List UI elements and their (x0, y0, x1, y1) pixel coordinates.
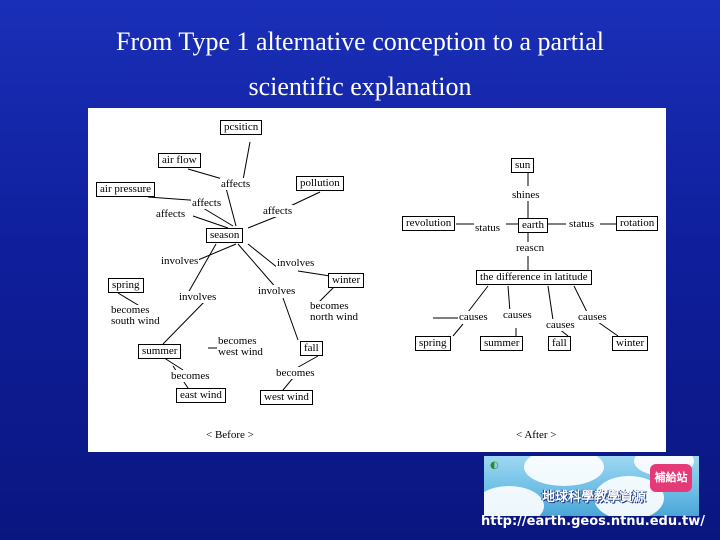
before-link-becomes-north-wind: becomes north wind (309, 301, 367, 323)
after-link-reason: reascn (515, 242, 546, 254)
before-node-air-pressure: air pressure (96, 182, 156, 197)
before-link-involves-4: involves (257, 285, 297, 297)
after-node-difference: the difference in latitude (476, 270, 592, 285)
before-node-spring: spring (108, 278, 144, 293)
before-node-pollution: pollution (296, 176, 344, 191)
before-link-involves-3: involves (178, 291, 218, 303)
before-node-season: season (206, 228, 244, 243)
before-link-becomes-1: becomes (170, 370, 211, 382)
before-link-affects-3: affects (155, 208, 187, 220)
before-node-air-flow: air flow (158, 153, 201, 168)
after-link-causes-1: causes (458, 311, 489, 323)
before-link-involves-2: involves (276, 257, 316, 269)
slide-title-line2: scientific explanation (248, 72, 472, 101)
after-caption: < After > (516, 429, 557, 441)
before-link-becomes-2: becomes (275, 367, 316, 379)
before-link-affects-2: affects (191, 197, 223, 209)
before-node-east-wind: east wind (176, 388, 226, 403)
after-node-earth: earth (518, 218, 548, 233)
before-link-involves-1: involves (160, 255, 200, 267)
after-link-status-2: status (568, 218, 596, 230)
logo-globe-icon: ◐ (490, 460, 499, 471)
after-node-spring: spring (415, 336, 451, 351)
before-link-becomes-west-wind: becomes west wind (217, 336, 271, 358)
after-node-winter: winter (612, 336, 649, 351)
slide-title-line1: From Type 1 alternative conception to a … (116, 27, 604, 56)
before-caption: < Before > (206, 429, 254, 441)
after-node-sun: sun (511, 158, 535, 173)
concept-map-panel: pcsiticn air flow air pressure pollution… (88, 108, 666, 452)
after-link-causes-2: causes (502, 309, 533, 321)
after-link-status-1: status (474, 222, 502, 234)
before-node-winter: winter (328, 273, 365, 288)
after-node-revolution: revolution (402, 216, 456, 231)
earth-science-logo[interactable]: ◐ 地球科學教學資源 補給站 (484, 456, 699, 516)
before-node-summer: summer (138, 344, 182, 359)
after-node-rotation: rotation (616, 216, 659, 231)
after-link-causes-4: causes (577, 311, 608, 323)
after-link-causes-3: causes (545, 319, 576, 331)
before-link-affects-4: affects (262, 205, 294, 217)
after-node-fall: fall (548, 336, 571, 351)
before-node-position: pcsiticn (220, 120, 263, 135)
after-link-shines: shines (511, 189, 541, 201)
before-link-becomes-south-wind: becomes south wind (110, 305, 170, 327)
logo-badge: 補給站 (650, 464, 692, 492)
before-link-affects-1: affects (220, 178, 252, 190)
after-node-summer: summer (480, 336, 524, 351)
site-url-link[interactable]: http://earth.geos.ntnu.edu.tw/ (481, 514, 706, 529)
before-node-west-wind: west wind (260, 390, 313, 405)
before-node-fall: fall (300, 341, 323, 356)
logo-text: 地球科學教學資源 (542, 490, 647, 505)
